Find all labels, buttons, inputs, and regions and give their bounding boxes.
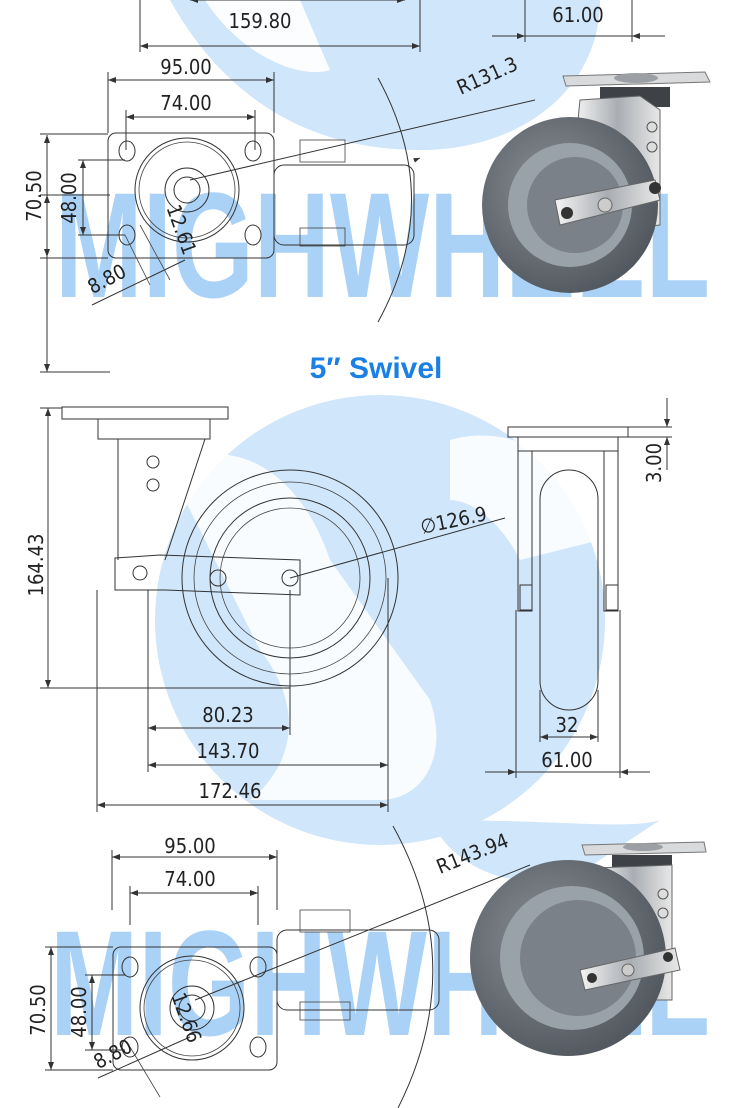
dim-hole-spacing-y: 48.00	[57, 172, 81, 224]
dim-hole-spacing-x: 74.00	[160, 91, 212, 115]
top-partial-dimensions: 159.80 61.00	[139, 0, 665, 52]
front-view: 3.00 32 61.00	[485, 398, 672, 778]
dim-hole-spacing-y-2: 48.00	[67, 986, 91, 1038]
dim-hole-spacing-x-2: 74.00	[164, 867, 216, 891]
dim-plate-length-2: 70.50	[26, 984, 50, 1036]
dim-overall-length: 172.46	[199, 779, 262, 803]
dim-wheel-span: 143.70	[197, 739, 260, 763]
caster-photo-2	[470, 841, 707, 1056]
dim-offset-80-23: 80.23	[202, 703, 254, 727]
dim-wheel-width: 32	[556, 713, 579, 737]
caster-photo-1	[482, 71, 711, 293]
dim-plate-thickness: 3.00	[642, 443, 666, 483]
side-view: 164.43 ∅126.9 80.23 143.70 172.46	[24, 406, 506, 812]
dim-plate-width: 95.00	[160, 55, 212, 79]
dim-plate-width-2: 95.00	[164, 834, 216, 858]
dim-61-00-top: 61.00	[552, 3, 604, 27]
dim-overall-height: 164.43	[24, 534, 48, 597]
dim-plate-length: 70.50	[22, 170, 46, 222]
dim-overall-width: 61.00	[541, 748, 593, 772]
watermark-logo	[155, 0, 660, 881]
dim-159-80: 159.80	[229, 9, 292, 33]
section-title: 5″ Swivel	[310, 352, 443, 385]
